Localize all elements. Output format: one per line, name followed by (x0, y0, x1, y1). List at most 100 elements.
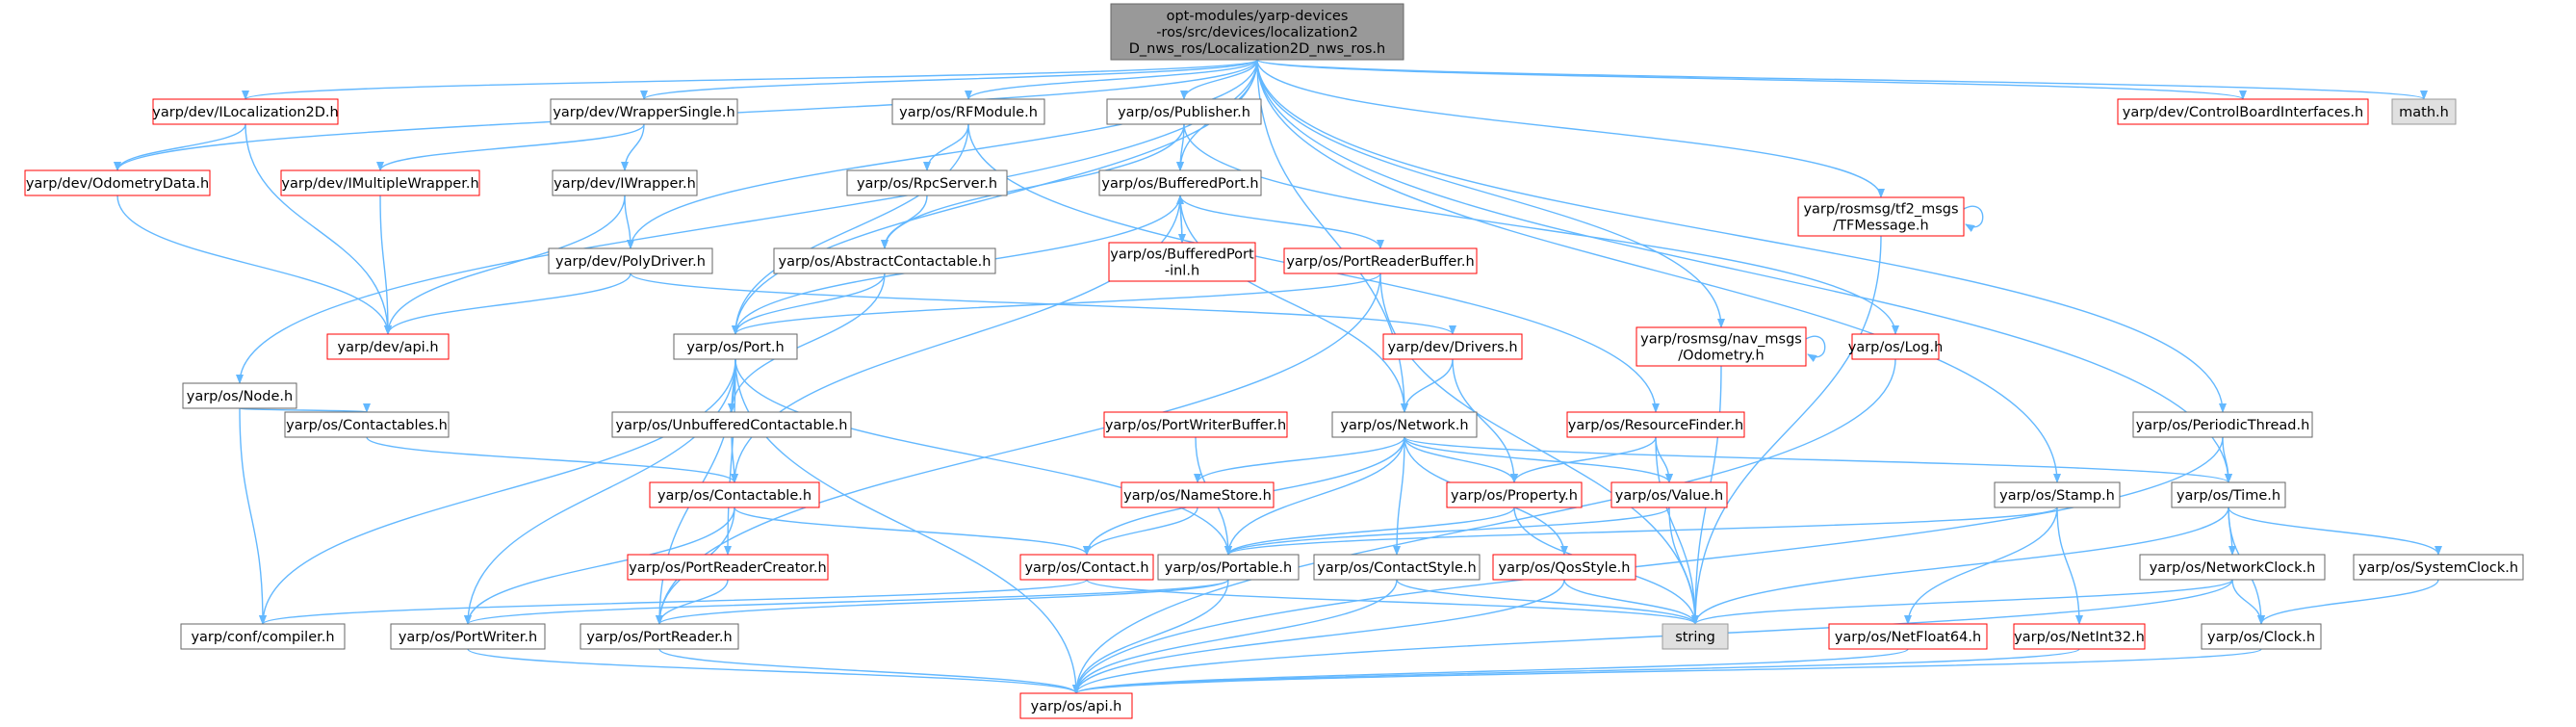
node-NetInt32[interactable]: yarp/os/NetInt32.h (2013, 623, 2146, 650)
node-label: yarp/os/Value.h (1615, 488, 1723, 504)
edge-IWrapper-to-PolyDriver (624, 195, 634, 249)
node-box (1610, 481, 1728, 508)
node-WrapperSingle[interactable]: yarp/dev/WrapperSingle.h (550, 98, 738, 125)
node-label: yarp/os/UnbufferedContactable.h (616, 418, 848, 433)
node-PolyDriver[interactable]: yarp/dev/PolyDriver.h (548, 247, 713, 274)
node-Contactables[interactable]: yarp/os/Contactables.h (284, 411, 450, 438)
node-api_dev[interactable]: yarp/dev/api.h (326, 333, 450, 360)
edge-root-to-ILocalization2D (242, 59, 1258, 100)
edge-Log-to-api_os (1072, 358, 1896, 694)
node-NetworkClock[interactable]: yarp/os/NetworkClock.h (2139, 554, 2326, 581)
node-Network[interactable]: yarp/os/Network.h (1331, 411, 1478, 438)
node-box (673, 333, 798, 360)
edge-Portable-to-api_os (1072, 579, 1229, 694)
node-box (1566, 411, 1745, 438)
node-ContactStyle[interactable]: yarp/os/ContactStyle.h (1313, 554, 1481, 581)
edge-Publisher-to-Log (1183, 123, 1899, 335)
edge-WrapperSingle-to-IMultipleWrapper (376, 123, 645, 171)
edge-TFMessage-to-TFMessage (1963, 205, 1984, 232)
node-Time[interactable]: yarp/os/Time.h (2171, 481, 2286, 508)
node-Clock[interactable]: yarp/os/Clock.h (2201, 623, 2322, 650)
node-BufferedPortInl[interactable]: yarp/os/BufferedPort-inl.h (1108, 242, 1256, 282)
node-Stamp[interactable]: yarp/os/Stamp.h (1994, 481, 2121, 508)
node-label: yarp/os/Port.h (686, 340, 784, 355)
node-box (390, 623, 546, 650)
node-label: D_nws_ros/Localization2D_nws_ros.h (1129, 41, 1385, 57)
node-label: yarp/dev/ILocalization2D.h (152, 105, 338, 120)
node-Port[interactable]: yarp/os/Port.h (673, 333, 798, 360)
node-NameStore[interactable]: yarp/os/NameStore.h (1121, 481, 1275, 508)
node-compiler[interactable]: yarp/conf/compiler.h (180, 623, 346, 650)
node-UnbufferedContactable[interactable]: yarp/os/UnbufferedContactable.h (611, 411, 852, 438)
node-label: yarp/os/Contactables.h (286, 418, 448, 433)
node-SystemClock[interactable]: yarp/os/SystemClock.h (2353, 554, 2524, 581)
node-BufferedPort[interactable]: yarp/os/BufferedPort.h (1098, 169, 1262, 196)
node-PortWriterBuffer[interactable]: yarp/os/PortWriterBuffer.h (1103, 411, 1288, 438)
node-Contactable[interactable]: yarp/os/Contactable.h (649, 481, 820, 508)
node-IWrapper[interactable]: yarp/dev/IWrapper.h (552, 169, 698, 196)
edge-Port-to-api_os (734, 358, 1080, 694)
node-box (1106, 98, 1262, 125)
node-label: yarp/rosmsg/tf2_msgs (1803, 202, 1958, 218)
node-PortWriter[interactable]: yarp/os/PortWriter.h (390, 623, 546, 650)
node-Node[interactable]: yarp/os/Node.h (182, 382, 297, 409)
edge-root-to-PolyDriver (627, 59, 1258, 249)
node-PortReaderBuffer[interactable]: yarp/os/PortReaderBuffer.h (1283, 247, 1478, 274)
edge-Port-to-PortWriter (464, 358, 736, 625)
node-label: -ros/src/devices/localization2 (1156, 25, 1358, 40)
node-box (180, 623, 346, 650)
node-NetFloat64[interactable]: yarp/os/NetFloat64.h (1828, 623, 1988, 650)
node-label: yarp/os/NetInt32.h (2014, 630, 2145, 645)
node-NavOdometry[interactable]: yarp/rosmsg/nav_msgs/Odometry.h (1636, 326, 1807, 367)
node-Value[interactable]: yarp/os/Value.h (1610, 481, 1728, 508)
node-IMultipleWrapper[interactable]: yarp/dev/IMultipleWrapper.h (280, 169, 480, 196)
node-RpcServer[interactable]: yarp/os/RpcServer.h (846, 169, 1008, 196)
node-ControlBoardInterfaces[interactable]: yarp/dev/ControlBoardInterfaces.h (2117, 98, 2369, 125)
node-AbstractContactable[interactable]: yarp/os/AbstractContactable.h (773, 247, 996, 274)
node-box (1019, 692, 1133, 719)
node-box (1331, 411, 1478, 438)
node-box (846, 169, 1008, 196)
node-PortReader[interactable]: yarp/os/PortReader.h (580, 623, 739, 650)
node-api_os[interactable]: yarp/os/api.h (1019, 692, 1133, 719)
node-TFMessage[interactable]: yarp/rosmsg/tf2_msgs/TFMessage.h (1797, 196, 1965, 237)
node-ResourceFinder[interactable]: yarp/os/ResourceFinder.h (1566, 411, 1745, 438)
edge-WrapperSingle-to-IWrapper (621, 123, 645, 171)
node-ILocalization2D[interactable]: yarp/dev/ILocalization2D.h (152, 98, 339, 125)
node-Publisher[interactable]: yarp/os/Publisher.h (1106, 98, 1262, 125)
node-box (2013, 623, 2146, 650)
node-PortReaderCreator[interactable]: yarp/os/PortReaderCreator.h (627, 554, 829, 581)
node-string[interactable]: string (1662, 623, 1729, 650)
node-label: yarp/os/NetFloat64.h (1835, 630, 1981, 645)
node-box (580, 623, 739, 650)
node-label: yarp/dev/OdometryData.h (26, 176, 209, 192)
edge-ResourceFinder-to-Value (1655, 436, 1673, 483)
node-Log[interactable]: yarp/os/Log.h (1848, 333, 1944, 360)
node-box (1157, 554, 1300, 581)
node-label: yarp/os/Contact.h (1024, 560, 1148, 576)
edge-root-to-Stamp (1256, 59, 2061, 483)
node-box (2353, 554, 2524, 581)
edge-Node-to-Contactables (239, 402, 371, 413)
node-Property[interactable]: yarp/os/Property.h (1446, 481, 1583, 508)
edge-Value-to-Portable (1224, 506, 1670, 556)
node-QosStyle[interactable]: yarp/os/QosStyle.h (1492, 554, 1636, 581)
node-RFModule[interactable]: yarp/os/RFModule.h (891, 98, 1045, 125)
node-math[interactable]: math.h (2391, 98, 2457, 125)
node-Contact[interactable]: yarp/os/Contact.h (1019, 554, 1154, 581)
node-label: yarp/os/PeriodicThread.h (2136, 418, 2310, 433)
node-Portable[interactable]: yarp/os/Portable.h (1157, 554, 1300, 581)
edge-Port-to-compiler (259, 358, 736, 625)
edge-root-to-NavOdometry (1256, 59, 1725, 328)
edge-Port-to-Portable (734, 358, 1232, 556)
node-Drivers[interactable]: yarp/dev/Drivers.h (1382, 333, 1523, 360)
edge-PeriodicThread-to-api_os (1072, 436, 2224, 694)
edge-Portable-to-PortReader (656, 579, 1229, 625)
node-PeriodicThread[interactable]: yarp/os/PeriodicThread.h (2132, 411, 2313, 438)
node-label: yarp/os/RpcServer.h (857, 176, 997, 192)
node-OdometryData[interactable]: yarp/dev/OdometryData.h (24, 169, 211, 196)
edge-ResourceFinder-to-Property (1510, 436, 1657, 483)
node-label: /TFMessage.h (1833, 219, 1928, 234)
node-box (24, 169, 211, 196)
node-label: yarp/os/RFModule.h (899, 105, 1038, 120)
